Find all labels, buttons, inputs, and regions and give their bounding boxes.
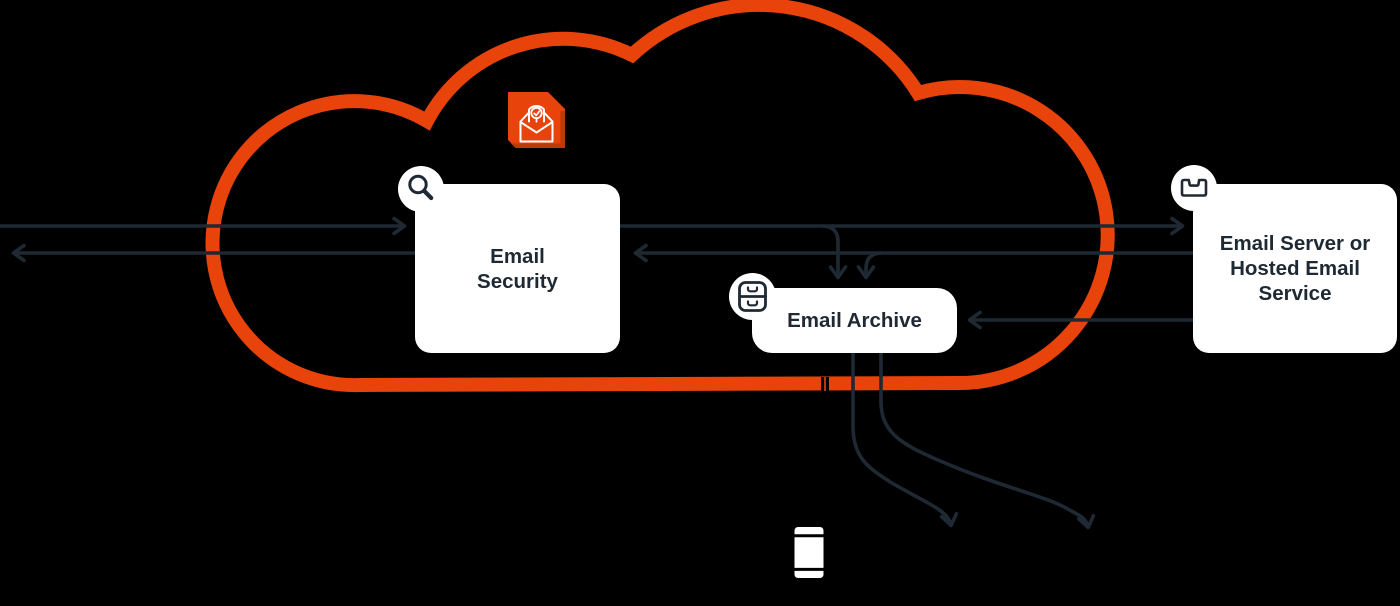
node-email-security-label: Email Security	[477, 244, 558, 293]
mobile-device-icon	[794, 527, 824, 578]
node-email-server: Email Server or Hosted Email Service	[1193, 184, 1397, 353]
node-email-archive-label: Email Archive	[787, 309, 922, 332]
cloud-outline	[205, 0, 1115, 393]
node-email-security: Email Security	[415, 184, 620, 353]
node-email-server-label: Email Server or Hosted Email Service	[1219, 232, 1371, 305]
connector-archive-export-left	[851, 351, 959, 528]
connectors	[0, 216, 1196, 530]
inbox-tray-icon	[1171, 165, 1217, 211]
magnifier-icon	[398, 166, 444, 212]
connector-server-branch-to-archive	[856, 251, 883, 280]
email-scan-badge-icon	[508, 92, 565, 148]
cloud-seam	[821, 377, 829, 391]
archive-drawers-icon	[729, 273, 776, 320]
connector-archive-export-right	[879, 351, 1096, 530]
connector-security-branch-to-archive	[821, 224, 848, 280]
node-email-archive: Email Archive	[752, 288, 957, 353]
